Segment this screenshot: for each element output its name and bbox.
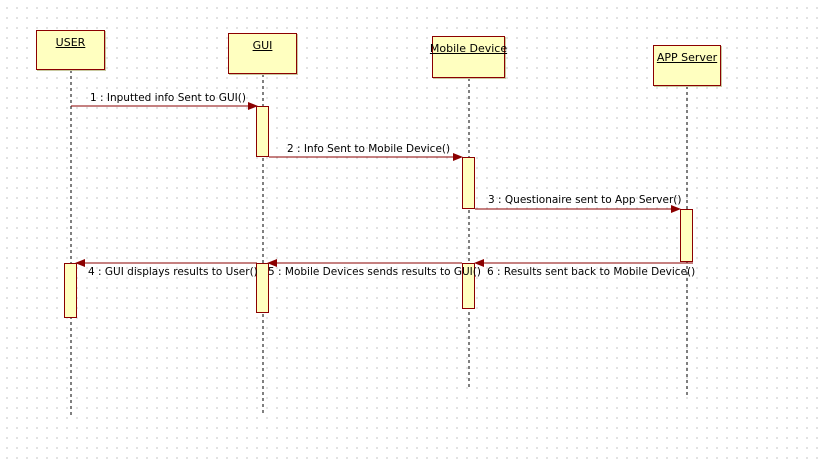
lifeline-mobile-box[interactable]: Mobile Device xyxy=(429,36,508,78)
activation-app-1[interactable] xyxy=(680,209,693,262)
activation-gui-1[interactable] xyxy=(256,106,269,157)
lifeline-gui-label: GUI xyxy=(252,39,273,52)
lifeline-gui-box[interactable]: GUI xyxy=(228,33,297,74)
message-2-label[interactable]: 2 : Info Sent to Mobile Device() xyxy=(287,143,451,155)
activation-mobile-1[interactable] xyxy=(462,157,475,209)
message-3-label[interactable]: 3 : Questionaire sent to App Server() xyxy=(488,194,682,206)
activation-mobile-2[interactable] xyxy=(462,263,475,309)
lifeline-user-label: USER xyxy=(55,36,86,49)
message-6-label[interactable]: 6 : Results sent back to Mobile Device() xyxy=(487,266,696,278)
message-1-label[interactable]: 1 : Inputted info Sent to GUI() xyxy=(90,92,246,104)
message-5-label[interactable]: 5 : Mobile Devices sends results to GUI(… xyxy=(268,266,481,278)
activation-gui-2[interactable] xyxy=(256,263,269,313)
message-4-label[interactable]: 4 : GUI displays results to User() xyxy=(88,266,258,278)
lifeline-user-box[interactable]: USER xyxy=(36,30,105,70)
lifeline-mobile-label: Mobile Device xyxy=(429,42,508,55)
lifeline-app-box[interactable]: APP Server xyxy=(653,45,721,86)
activation-user-1[interactable] xyxy=(64,263,77,318)
lifeline-app-label: APP Server xyxy=(656,51,718,64)
